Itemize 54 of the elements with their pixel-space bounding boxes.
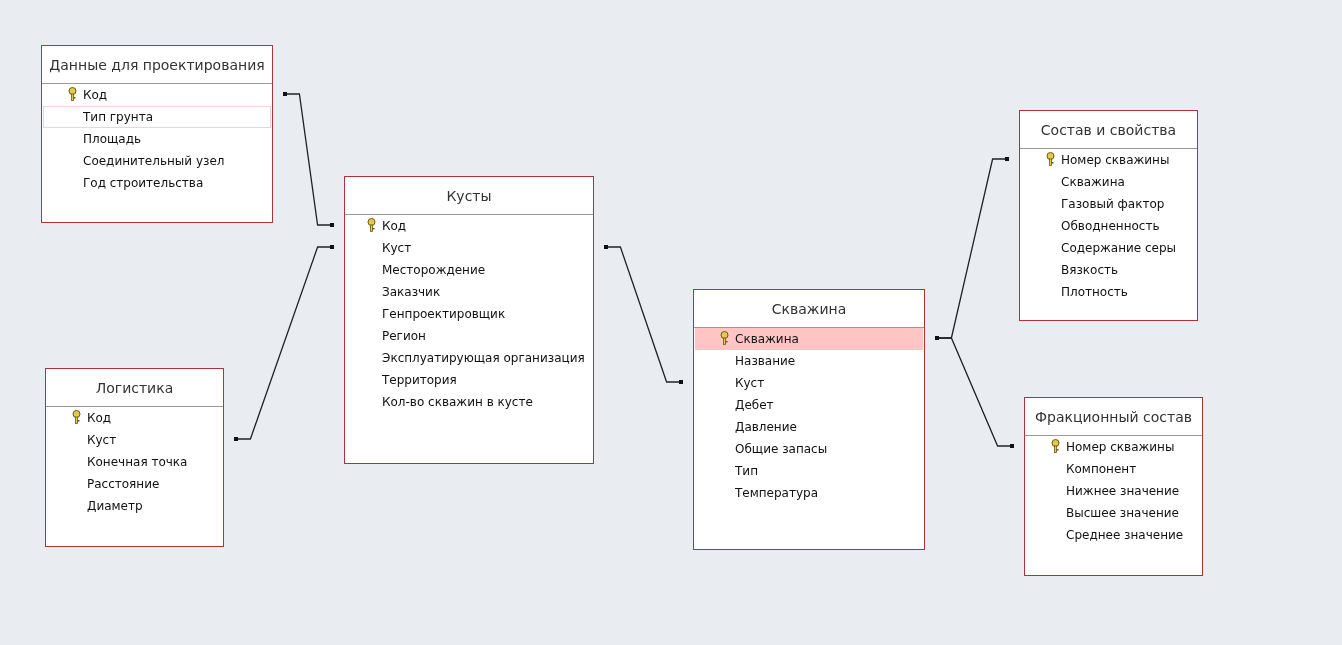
field-name: Температура	[735, 486, 819, 500]
field-name: Номер скважины	[1066, 440, 1175, 454]
field-name: Код	[87, 411, 112, 425]
field-name: Газовый фактор	[1061, 197, 1165, 211]
field-name: Скважина	[1061, 175, 1125, 189]
field-name: Высшее значение	[1066, 506, 1179, 520]
table-box	[344, 176, 594, 464]
field-name: Месторождение	[382, 263, 486, 277]
field-name: Соединительный узел	[83, 154, 225, 168]
field-name: Скважина	[735, 332, 799, 346]
table-title: Данные для проектирования	[49, 56, 265, 73]
table-box	[41, 45, 273, 223]
field-name: Нижнее значение	[1066, 484, 1180, 498]
field-name: Общие запасы	[735, 442, 828, 456]
field-name: Регион	[382, 329, 426, 343]
table-box	[1024, 397, 1203, 576]
table-title: Состав и свойства	[1040, 121, 1177, 138]
field-name: Код	[382, 219, 407, 233]
field-name: Среднее значение	[1066, 528, 1184, 542]
field-name: Название	[735, 354, 796, 368]
field-name: Обводненность	[1061, 219, 1160, 233]
field-name: Вязкость	[1061, 263, 1119, 277]
field-name: Дебет	[735, 398, 774, 412]
field-name: Давление	[735, 420, 797, 434]
field-name: Номер скважины	[1061, 153, 1170, 167]
field-name: Генпроектировщик	[382, 307, 506, 321]
field-name: Тип	[735, 464, 758, 478]
table-title: Фракционный состав	[1035, 408, 1192, 425]
table-title: Кусты	[446, 187, 492, 204]
relationship-line	[283, 92, 334, 227]
field-name: Диаметр	[87, 499, 143, 513]
field-name: Территория	[382, 373, 457, 387]
field-name: Куст	[87, 433, 117, 447]
field-name: Расстояние	[87, 477, 160, 491]
table-box	[1019, 110, 1198, 321]
field-name: Год строительства	[83, 176, 204, 190]
relationship-line	[234, 245, 334, 441]
table-box	[693, 289, 925, 550]
table-title: Логистика	[95, 379, 174, 396]
field-name: Конечная точка	[87, 455, 188, 469]
field-name: Куст	[735, 376, 765, 390]
field-name: Содержание серы	[1061, 241, 1177, 255]
field-name: Компонент	[1066, 462, 1137, 476]
field-name: Эксплуатирующая организация	[382, 351, 585, 365]
field-name: Заказчик	[382, 285, 441, 299]
field-name: Плотность	[1061, 285, 1128, 299]
table-title: Скважина	[771, 300, 847, 317]
field-name: Код	[83, 88, 108, 102]
field-name: Куст	[382, 241, 412, 255]
relationship-line	[604, 245, 683, 384]
field-name: Площадь	[83, 132, 142, 146]
table-box	[45, 368, 224, 547]
field-name: Кол-во скважин в кусте	[382, 395, 533, 409]
field-name: Тип грунта	[83, 110, 153, 124]
